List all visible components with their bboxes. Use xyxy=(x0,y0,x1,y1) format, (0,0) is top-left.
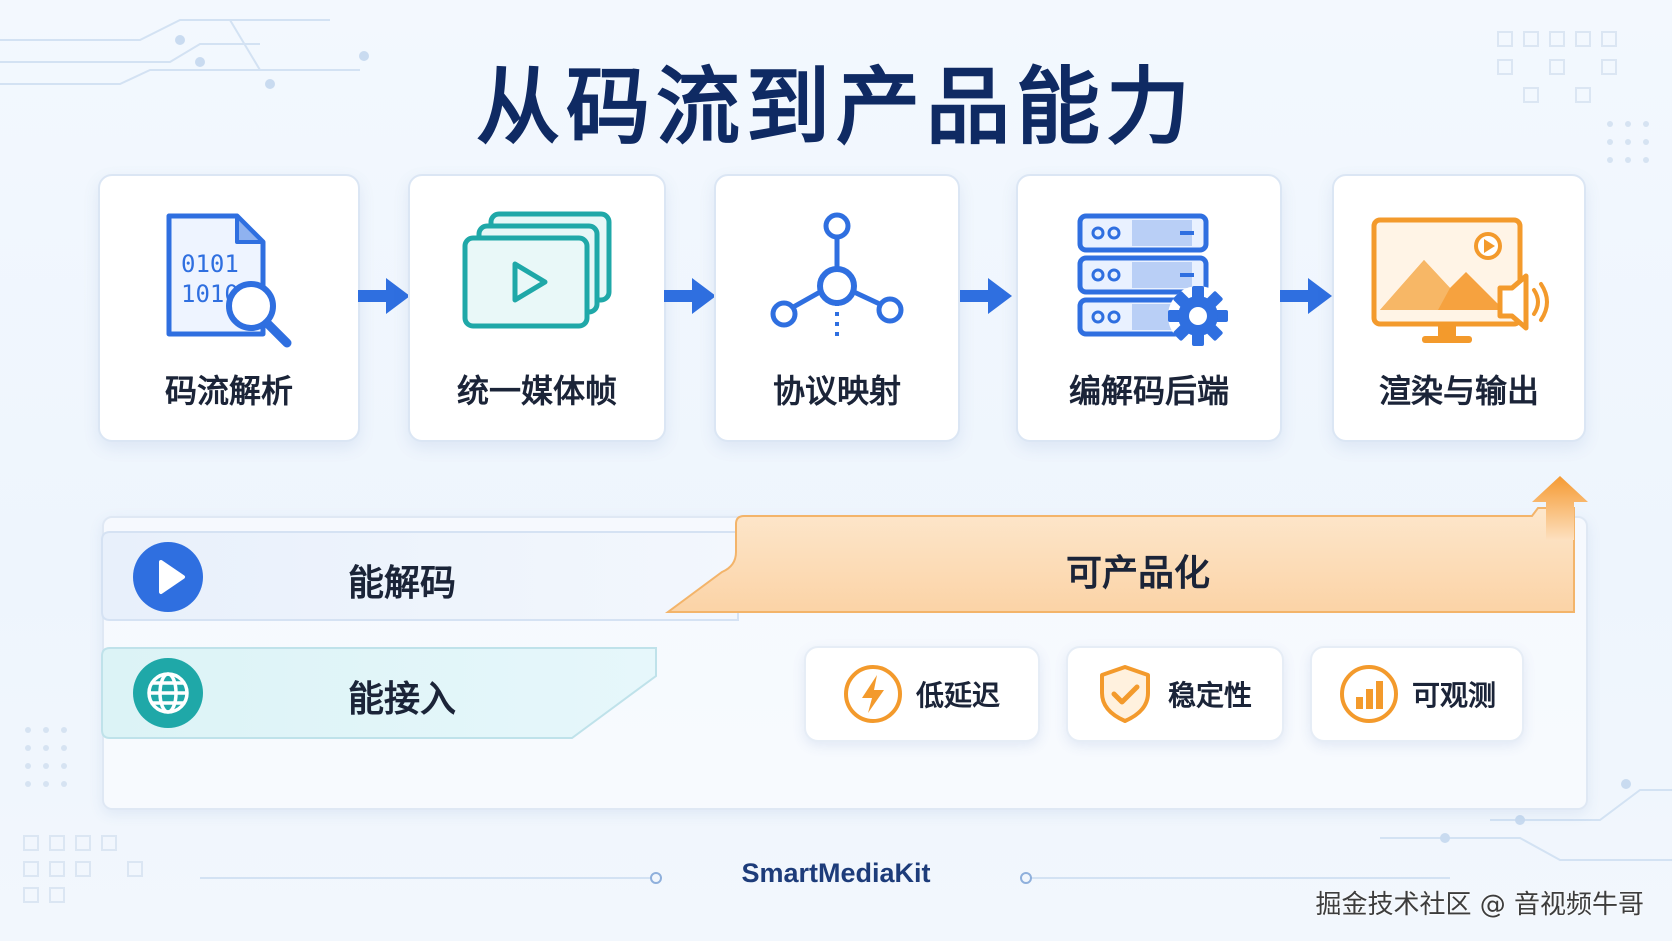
step-card-bitstream-parse: 0101 1010 码流解析 xyxy=(98,174,360,442)
step-card-codec-backend: 编解码后端 xyxy=(1016,174,1282,442)
step-label: 统一媒体帧 xyxy=(456,372,617,410)
footer-brand: SmartMediaKit xyxy=(741,858,931,888)
step-label: 编解码后端 xyxy=(1068,372,1229,410)
server-gear-icon xyxy=(1018,206,1280,356)
step-label: 协议映射 xyxy=(772,372,901,410)
protocol-network-icon xyxy=(716,206,958,356)
up-arrow-icon xyxy=(1532,476,1588,540)
flow-arrow-icon xyxy=(958,274,1014,318)
play-icon xyxy=(133,542,203,612)
globe-icon xyxy=(133,658,203,728)
feature-observability: 可观测 xyxy=(1310,646,1524,742)
feature-stability: 稳定性 xyxy=(1066,646,1284,742)
band-label-decode: 能解码 xyxy=(348,563,457,604)
watermark-text: 掘金技术社区 @ 音视频牛哥 xyxy=(1315,890,1644,920)
step-card-render-output: 渲染与输出 xyxy=(1332,174,1586,442)
page-title: 从码流到产品能力 xyxy=(475,58,1196,156)
flow-arrow-icon xyxy=(662,274,718,318)
monitor-speaker-icon xyxy=(1334,206,1584,356)
step-label: 码流解析 xyxy=(164,372,293,410)
step-label: 渲染与输出 xyxy=(1378,372,1539,410)
step-card-unified-media-frame: 统一媒体帧 xyxy=(408,174,666,442)
bar-chart-icon xyxy=(1338,663,1400,725)
flow-arrow-icon xyxy=(1278,274,1334,318)
shield-check-icon xyxy=(1094,663,1156,725)
media-frames-icon xyxy=(410,206,664,356)
band-label-access: 能接入 xyxy=(348,679,457,720)
flow-arrow-icon xyxy=(356,274,412,318)
lightning-icon xyxy=(842,663,904,725)
feature-low-latency: 低延迟 xyxy=(804,646,1040,742)
step-card-protocol-mapping: 协议映射 xyxy=(714,174,960,442)
band-label-product: 可产品化 xyxy=(1066,553,1211,594)
bitstream-search-icon: 0101 1010 xyxy=(100,206,358,356)
svg-text:0101: 0101 xyxy=(181,250,239,278)
